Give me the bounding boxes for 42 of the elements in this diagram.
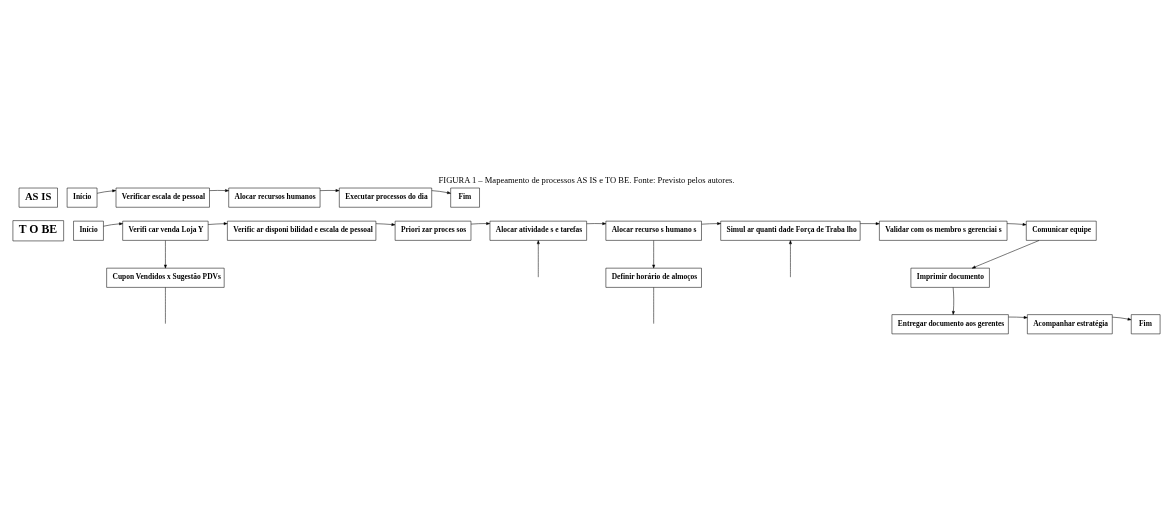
- arrow: [860, 222, 880, 226]
- node-box: Início: [66, 187, 98, 208]
- arrow: [701, 222, 721, 225]
- arrow: [470, 222, 490, 225]
- arrow: [319, 189, 340, 192]
- diagram-title: FIGURA 1 – Mapeamento de processos AS IS e TO BE. Fonte: Previsto pelos autores.: [438, 175, 735, 186]
- node-box: Alocar recurso s humano s: [605, 220, 702, 241]
- arrow: [586, 222, 607, 226]
- node-box: Validar com os membro s gerenciai s: [879, 220, 1008, 241]
- node-box: Simul ar quanti dade Força de Traba lho: [720, 220, 861, 241]
- arrow: [1112, 316, 1132, 321]
- node-box: Alocar atividade s e tarefas: [489, 220, 587, 241]
- arrow: [789, 240, 792, 278]
- node-box: Verifi car venda Loja Y: [122, 220, 209, 241]
- arrow: [209, 189, 229, 192]
- node-box: Início: [73, 220, 104, 241]
- node-box: T O BE: [12, 220, 64, 242]
- node-box: Definir horário de almoços: [605, 267, 702, 288]
- node-box: Acompanhar estratégia: [1027, 314, 1113, 335]
- node-box: Fim: [1131, 314, 1161, 335]
- arrow: [208, 222, 228, 226]
- node-box: Fim: [450, 187, 480, 208]
- node-box: Alocar recursos humanos: [228, 187, 321, 208]
- arrow: [96, 189, 117, 194]
- node-box: Verific ar disponi bilidad e escala de pessoal: [227, 220, 377, 241]
- arrow: [103, 222, 123, 227]
- arrow: [1006, 223, 1027, 226]
- arrow: [971, 240, 1040, 269]
- node-box: AS IS: [18, 187, 58, 208]
- arrow: [536, 240, 540, 278]
- node-box: Verificar escala de pessoal: [115, 187, 210, 208]
- node-box: Entregar documento aos gerentes: [891, 314, 1009, 335]
- arrow: [1008, 316, 1028, 319]
- node-box: Cupon Vendidos x Sugestão PDVs: [106, 267, 225, 288]
- arrow: [652, 240, 656, 269]
- node-box: Priori zar proces sos: [394, 220, 472, 241]
- arrow: [375, 223, 396, 226]
- arrow: [164, 240, 167, 269]
- node-box: Executar processos do dia: [339, 187, 432, 208]
- arrow: [431, 190, 451, 194]
- arrow: [952, 287, 955, 315]
- node-box: Comunicar equipe: [1026, 220, 1097, 241]
